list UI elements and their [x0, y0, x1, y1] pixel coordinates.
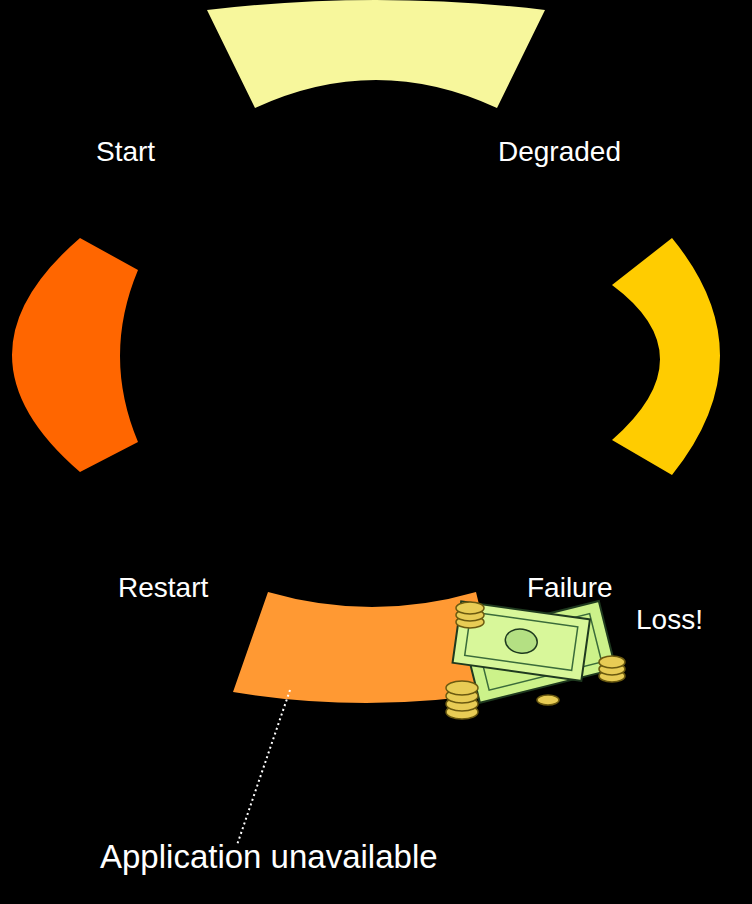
callout-text: Application unavailable	[100, 840, 438, 873]
stage-label: Loss!	[636, 606, 703, 634]
stage-label: Start	[96, 138, 155, 166]
top-arc	[207, 0, 545, 108]
stage-label: Restart	[118, 574, 208, 602]
stage-label: Degraded	[498, 138, 621, 166]
right-arc	[612, 238, 720, 475]
left-arc	[12, 238, 138, 472]
money-clipart	[446, 601, 625, 719]
stage-label: Failure	[527, 574, 613, 602]
leader-line	[237, 690, 290, 845]
